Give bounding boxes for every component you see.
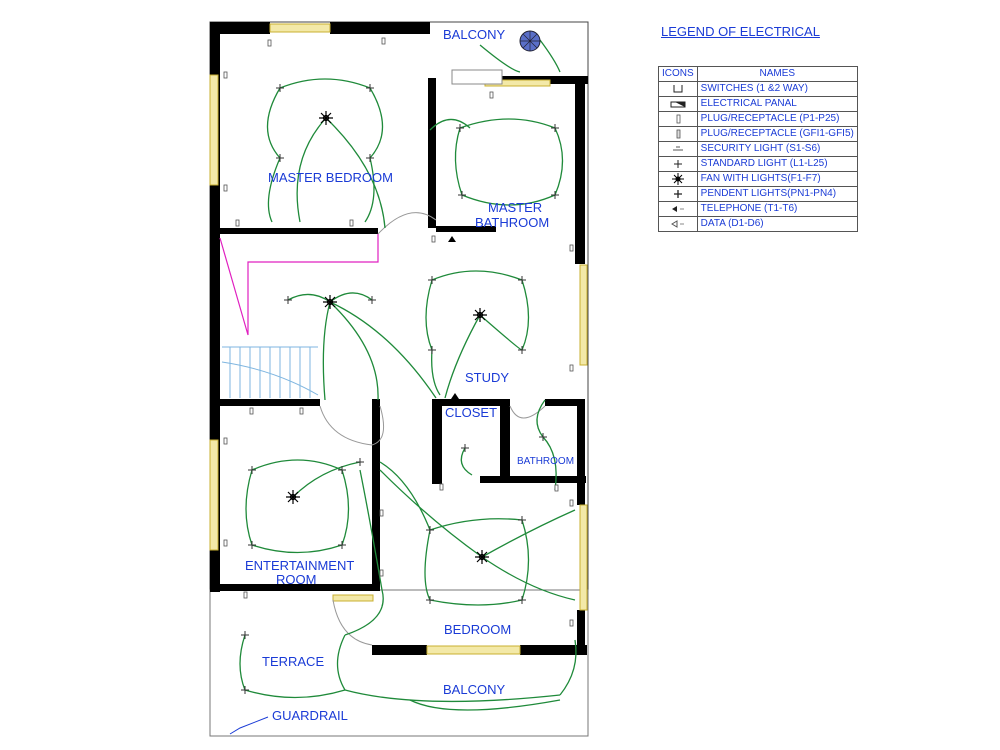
standard-lights bbox=[241, 84, 559, 694]
gfi-receptacle-icon bbox=[676, 129, 681, 139]
room-label-closet: CLOSET bbox=[445, 405, 497, 420]
room-label-master-bath-2: BATHROOM bbox=[475, 215, 549, 230]
staircase bbox=[219, 234, 379, 398]
fan-with-lights bbox=[286, 111, 489, 564]
panel-arrow-icon bbox=[448, 236, 456, 242]
fan-with-lights-icon bbox=[671, 173, 684, 185]
legend-row: ELECTRICAL PANAL bbox=[658, 96, 858, 112]
legend-name: PLUG/RECEPTACLE (P1-P25) bbox=[696, 111, 858, 127]
legend-name: SECURITY LIGHT (S1-S6) bbox=[696, 141, 858, 157]
plug-receptacle-icon bbox=[676, 114, 681, 124]
legend-row: SWITCHES (1 &2 WAY) bbox=[658, 81, 858, 97]
building-outline bbox=[209, 21, 589, 737]
standard-light-icon bbox=[673, 160, 682, 168]
legend-row: DATA (D1-D6) bbox=[658, 216, 858, 232]
door-swings bbox=[319, 212, 546, 646]
switch-icon bbox=[673, 85, 683, 93]
panel-arrow-icon bbox=[451, 393, 459, 399]
room-label-terrace: TERRACE bbox=[262, 654, 324, 669]
globe-grid bbox=[520, 31, 540, 51]
room-label-balcony-bottom: BALCONY bbox=[443, 682, 505, 697]
windows bbox=[209, 23, 588, 655]
outlet-fixtures bbox=[223, 37, 574, 627]
room-label-guardrail: GUARDRAIL bbox=[272, 708, 348, 723]
legend-name: DATA (D1-D6) bbox=[696, 216, 858, 232]
room-label-bathroom: BATHROOM bbox=[517, 456, 574, 467]
electrical-panel-icon bbox=[670, 101, 686, 108]
terrace-outline bbox=[209, 589, 589, 737]
legend-row: PLUG/RECEPTACLE (P1-P25) bbox=[658, 111, 858, 127]
room-label-bedroom: BEDROOM bbox=[444, 622, 511, 637]
legend-name: FAN WITH LIGHTS(F1-F7) bbox=[696, 171, 858, 187]
legend-table: ICONS NAMES SWITCHES (1 &2 WAY) ELECTRIC… bbox=[658, 66, 858, 232]
legend-name: ELECTRICAL PANAL bbox=[696, 96, 858, 112]
legend-row: PENDENT LIGHTS(PN1-PN4) bbox=[658, 186, 858, 202]
legend-name: SWITCHES (1 &2 WAY) bbox=[696, 81, 858, 97]
security-light-icon bbox=[672, 146, 683, 151]
legend-row: TELEPHONE (T1-T6) bbox=[658, 201, 858, 217]
guardrail-arrow bbox=[229, 716, 269, 735]
data-outlet-icon bbox=[670, 220, 684, 228]
room-label-entertainment-1: ENTERTAINMENT bbox=[245, 558, 354, 573]
legend-name: PLUG/RECEPTACLE (GFI1-GFI5) bbox=[696, 126, 858, 142]
legend-name: PENDENT LIGHTS(PN1-PN4) bbox=[696, 186, 858, 202]
legend-row: FAN WITH LIGHTS(F1-F7) bbox=[658, 171, 858, 187]
legend-row: STANDARD LIGHT (L1-L25) bbox=[658, 156, 858, 172]
room-label-study: STUDY bbox=[465, 370, 509, 385]
pendent-light-icon bbox=[673, 190, 682, 198]
legend-col-icons: ICONS bbox=[658, 66, 698, 82]
room-label-balcony-top: BALCONY bbox=[443, 27, 505, 42]
room-label-entertainment-2: ROOM bbox=[276, 572, 316, 587]
legend-col-names: NAMES bbox=[696, 66, 858, 82]
legend-row: SECURITY LIGHT (S1-S6) bbox=[658, 141, 858, 157]
legend-name: TELEPHONE (T1-T6) bbox=[696, 201, 858, 217]
telephone-icon bbox=[671, 206, 684, 212]
room-label-master-bedroom: MASTER BEDROOM bbox=[268, 170, 393, 185]
legend-name: STANDARD LIGHT (L1-L25) bbox=[696, 156, 858, 172]
legend-header-row: ICONS NAMES bbox=[658, 66, 858, 82]
room-label-master-bath-1: MASTER bbox=[488, 200, 542, 215]
legend-row: PLUG/RECEPTACLE (GFI1-GFI5) bbox=[658, 126, 858, 142]
legend-title: LEGEND OF ELECTRICAL bbox=[661, 24, 820, 39]
